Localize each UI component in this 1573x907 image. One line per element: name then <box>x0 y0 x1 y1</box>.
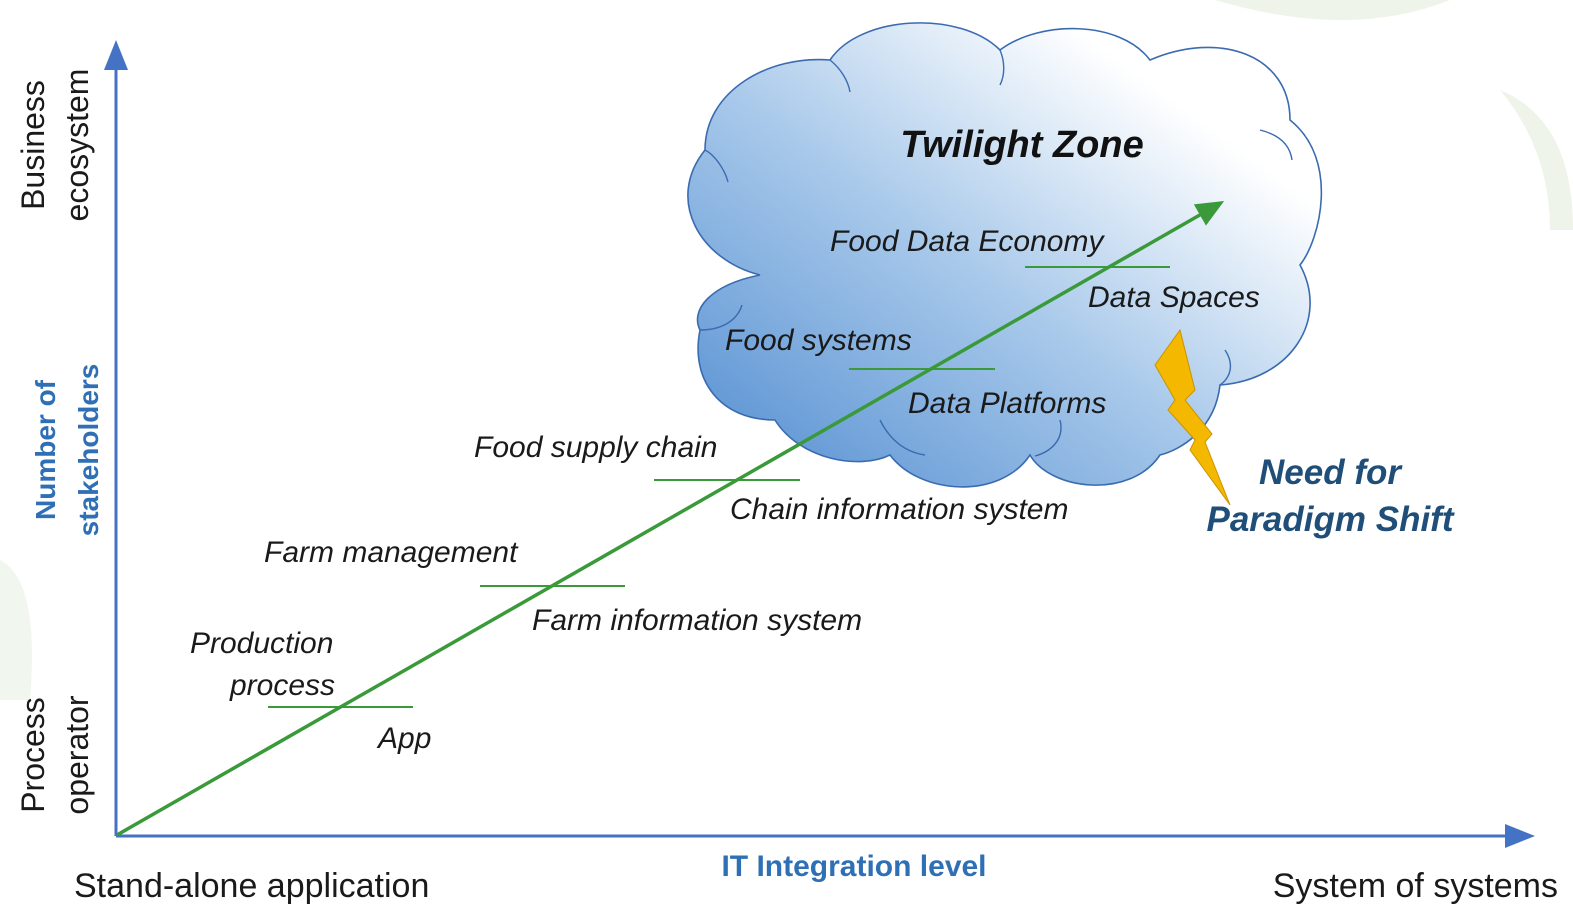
x-axis-title: IT Integration level <box>721 850 986 883</box>
level-1-system: App <box>376 722 431 755</box>
y-axis-top-label-line1: Business <box>15 80 51 210</box>
y-axis-title-line1: Number of <box>30 379 61 520</box>
level-5-system: Data Spaces <box>1088 281 1260 314</box>
background-leaf <box>0 560 32 700</box>
level-1-label-line1: Production <box>190 627 333 660</box>
level-5-label: Food Data Economy <box>830 225 1105 258</box>
y-axis-top-label-line2: ecosystem <box>59 69 95 222</box>
level-1-label-line2: process <box>229 669 335 702</box>
y-axis-bottom-label-line1: Process <box>15 697 51 813</box>
x-axis-left-label: Stand-alone application <box>74 867 429 905</box>
level-3-label: Food supply chain <box>474 431 718 464</box>
cloud-title: Twilight Zone <box>900 124 1143 166</box>
x-axis-right-label: System of systems <box>1273 867 1558 905</box>
level-2-label: Farm management <box>264 536 519 569</box>
y-axis-title-line2: stakeholders <box>73 364 104 537</box>
y-axis-bottom-label-line2: operator <box>59 695 95 815</box>
paradigm-shift-line1: Need for <box>1259 453 1403 492</box>
integration-trend-arrow <box>116 201 1225 837</box>
level-4-label: Food systems <box>725 324 912 357</box>
level-3-system: Chain information system <box>730 493 1068 526</box>
lightning-icon <box>1154 328 1231 506</box>
background-leaf <box>1500 90 1573 230</box>
level-2-system: Farm information system <box>532 604 862 637</box>
background-leaf <box>1215 0 1450 20</box>
paradigm-shift-line2: Paradigm Shift <box>1207 500 1455 539</box>
level-4-system: Data Platforms <box>908 387 1106 420</box>
